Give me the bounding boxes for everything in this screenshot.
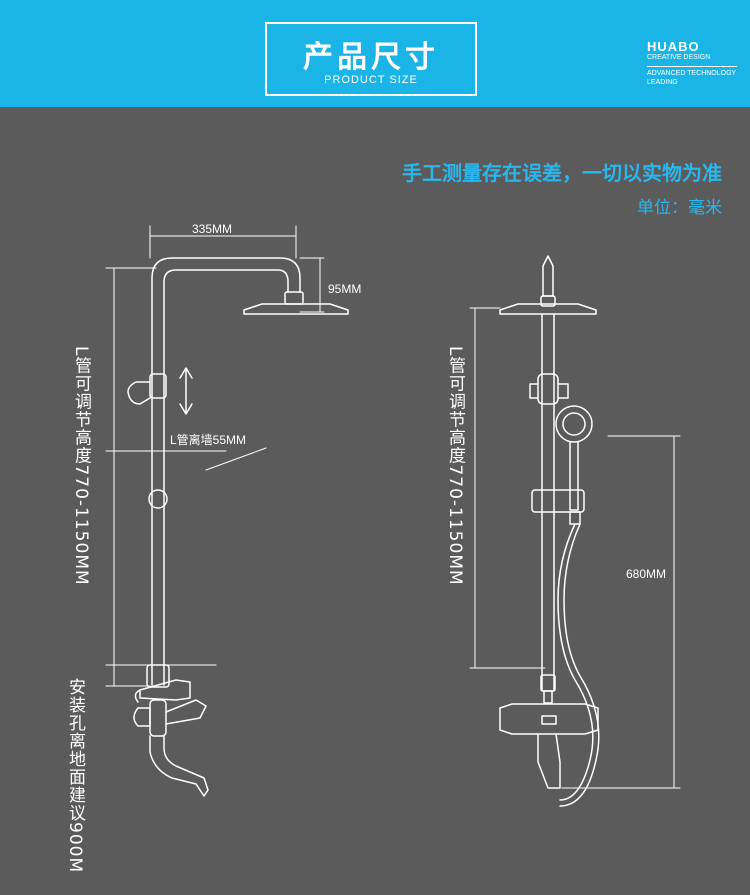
brand-tagline-3: LEADING [647,79,678,86]
unit-note: 单位：毫米 [637,198,722,218]
dimension-lines [105,225,681,789]
hose-height-label: 680MM [626,567,667,581]
page-subtitle: PRODUCT SIZE [324,74,418,86]
brand-name: HUABO [647,39,700,54]
install-hole-height-label: 安装孔离地面建议900M [65,678,85,874]
brand-tagline-2: ADVANCED TECHNOLOGY [647,70,737,77]
right-shower-front-view [499,255,600,807]
wall-offset-label: L管离墙55MM [170,433,247,447]
brand-logo: HUABO CREATIVE DESIGN ADVANCED TECHNOLOG… [647,40,737,87]
measurement-disclaimer: 手工测量存在误差，一切以实物为准 [402,161,722,185]
left-adjustable-height-label: L管可调节高度770-1150MM [71,346,91,586]
right-adjustable-height-label: L管可调节高度770-1150MM [445,346,465,586]
left-shower-side-view [127,257,349,797]
brand-divider [647,66,737,67]
page-title: 产品尺寸 [303,40,439,75]
title-box: 产品尺寸 PRODUCT SIZE [265,22,477,96]
brand-tagline-1: CREATIVE DESIGN [647,54,711,61]
head-drop-dimension-label: 95MM [328,282,362,296]
width-dimension-label: 335MM [192,222,233,236]
